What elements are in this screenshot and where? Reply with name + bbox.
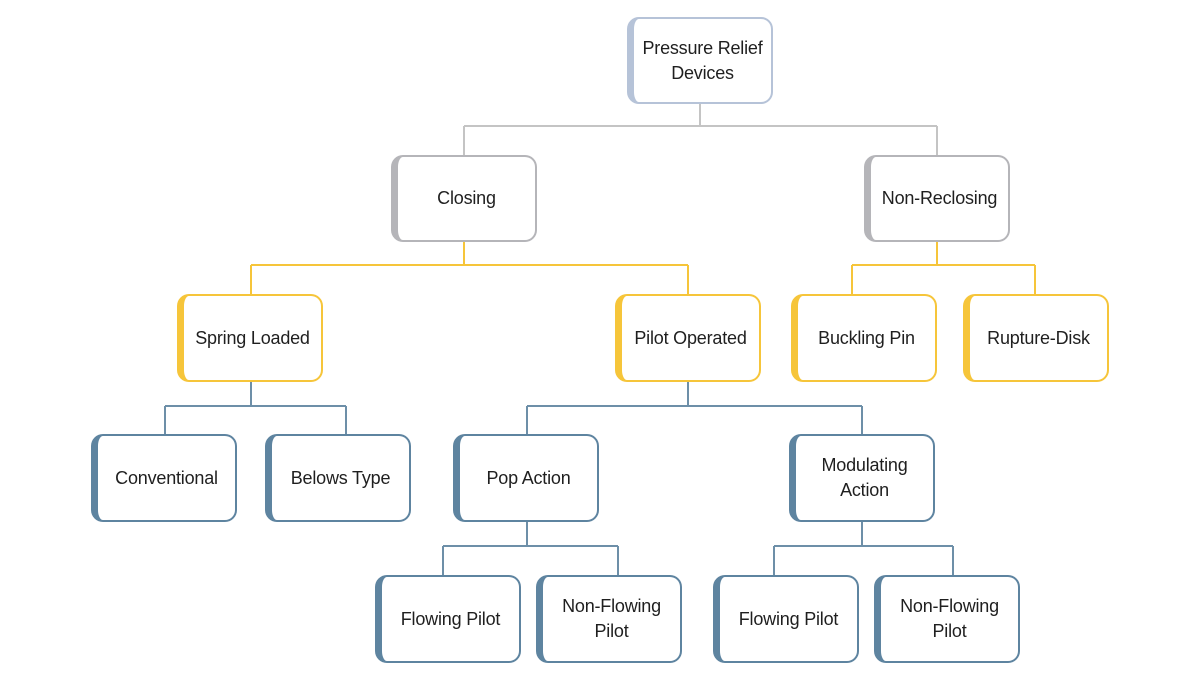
node-label: Pressure Relief Devices [642, 37, 763, 83]
connector-closing-to-children [250, 242, 689, 294]
connector-pop-to-children [442, 522, 619, 575]
node-label: Rupture-Disk [987, 327, 1090, 348]
node-label: Conventional [115, 467, 218, 488]
node-non-reclosing: Non-Reclosing [864, 155, 1010, 242]
connector-spring-to-children [164, 382, 347, 434]
node-pilot-operated: Pilot Operated [615, 294, 761, 382]
node-buckling-pin: Buckling Pin [791, 294, 937, 382]
node-spring-loaded: Spring Loaded [177, 294, 323, 382]
node-label: Non-Flowing Pilot [900, 596, 999, 641]
node-belows-type: Belows Type [265, 434, 411, 522]
node-label: Spring Loaded [195, 327, 310, 348]
node-label: Non-Flowing Pilot [562, 596, 661, 641]
node-pop-non-flowing-pilot: Non-Flowing Pilot [536, 575, 682, 663]
node-closing: Closing [391, 155, 537, 242]
connector-root-to-level1 [463, 104, 938, 155]
node-label: Buckling Pin [818, 327, 915, 348]
node-pop-flowing-pilot: Flowing Pilot [375, 575, 521, 663]
node-label: Pop Action [486, 467, 571, 488]
node-label: Modulating Action [821, 455, 908, 500]
node-label: Pilot Operated [634, 327, 747, 348]
node-modulating-flowing-pilot: Flowing Pilot [713, 575, 859, 663]
node-rupture-disk: Rupture-Disk [963, 294, 1109, 382]
node-pressure-relief-devices: Pressure Relief Devices [627, 17, 773, 104]
node-modulating-non-flowing-pilot: Non-Flowing Pilot [874, 575, 1020, 663]
node-label: Flowing Pilot [400, 608, 501, 629]
connector-modulating-to-children [773, 522, 954, 575]
node-label: Closing [437, 188, 496, 208]
node-modulating-action: Modulating Action [789, 434, 935, 522]
connector-nonreclosing-to-children [851, 242, 1036, 294]
connector-pilot-to-children [526, 382, 863, 434]
node-pop-action: Pop Action [453, 434, 599, 522]
node-label: Belows Type [290, 467, 391, 488]
node-label: Flowing Pilot [738, 608, 839, 629]
node-conventional: Conventional [91, 434, 237, 522]
node-label: Non-Reclosing [881, 188, 998, 208]
